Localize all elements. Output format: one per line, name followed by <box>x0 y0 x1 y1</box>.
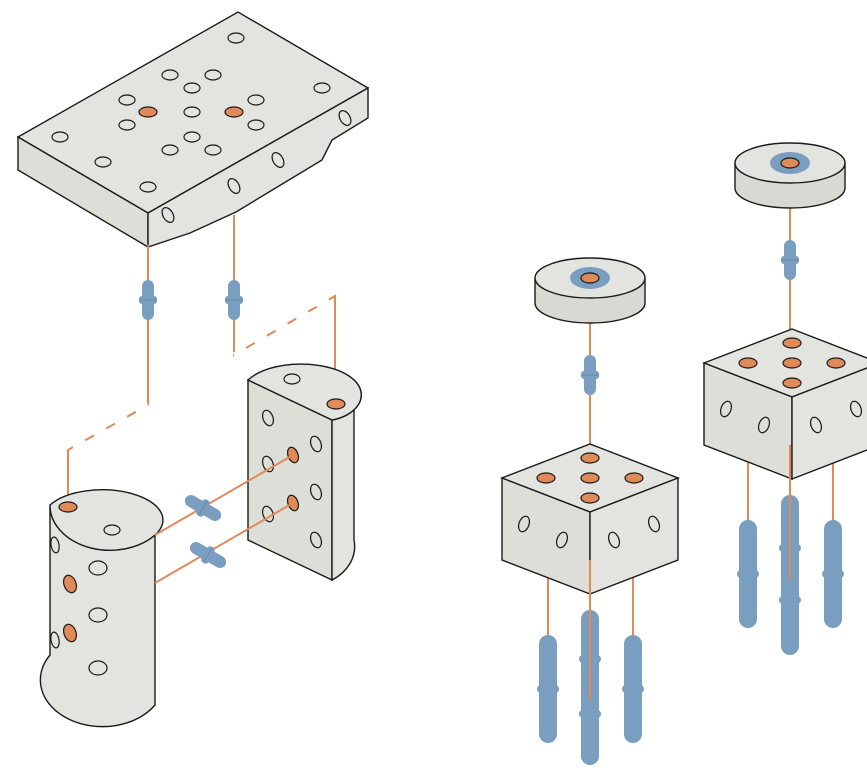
coupler-connector <box>580 354 600 396</box>
half-cylinder-right <box>246 363 362 582</box>
cylinder-wires <box>154 454 294 584</box>
coupler-connector <box>138 279 158 321</box>
dashed-segments <box>66 293 337 453</box>
cube-block <box>703 328 867 480</box>
port-accent <box>224 106 244 118</box>
probe <box>737 520 759 628</box>
probe <box>622 635 644 743</box>
disk-cap <box>534 257 646 324</box>
coupler-connector <box>780 239 800 281</box>
coupler-connector <box>224 279 244 321</box>
probe <box>537 635 559 743</box>
probe <box>822 520 844 628</box>
manifold-plate-assembly <box>16 11 370 249</box>
port-accent <box>138 106 158 118</box>
half-cylinder-left <box>39 489 164 728</box>
coupler-connector <box>180 489 226 527</box>
disk-cap <box>734 142 846 209</box>
cube-assembly-right <box>703 142 867 655</box>
cube-assembly-left <box>501 257 679 765</box>
